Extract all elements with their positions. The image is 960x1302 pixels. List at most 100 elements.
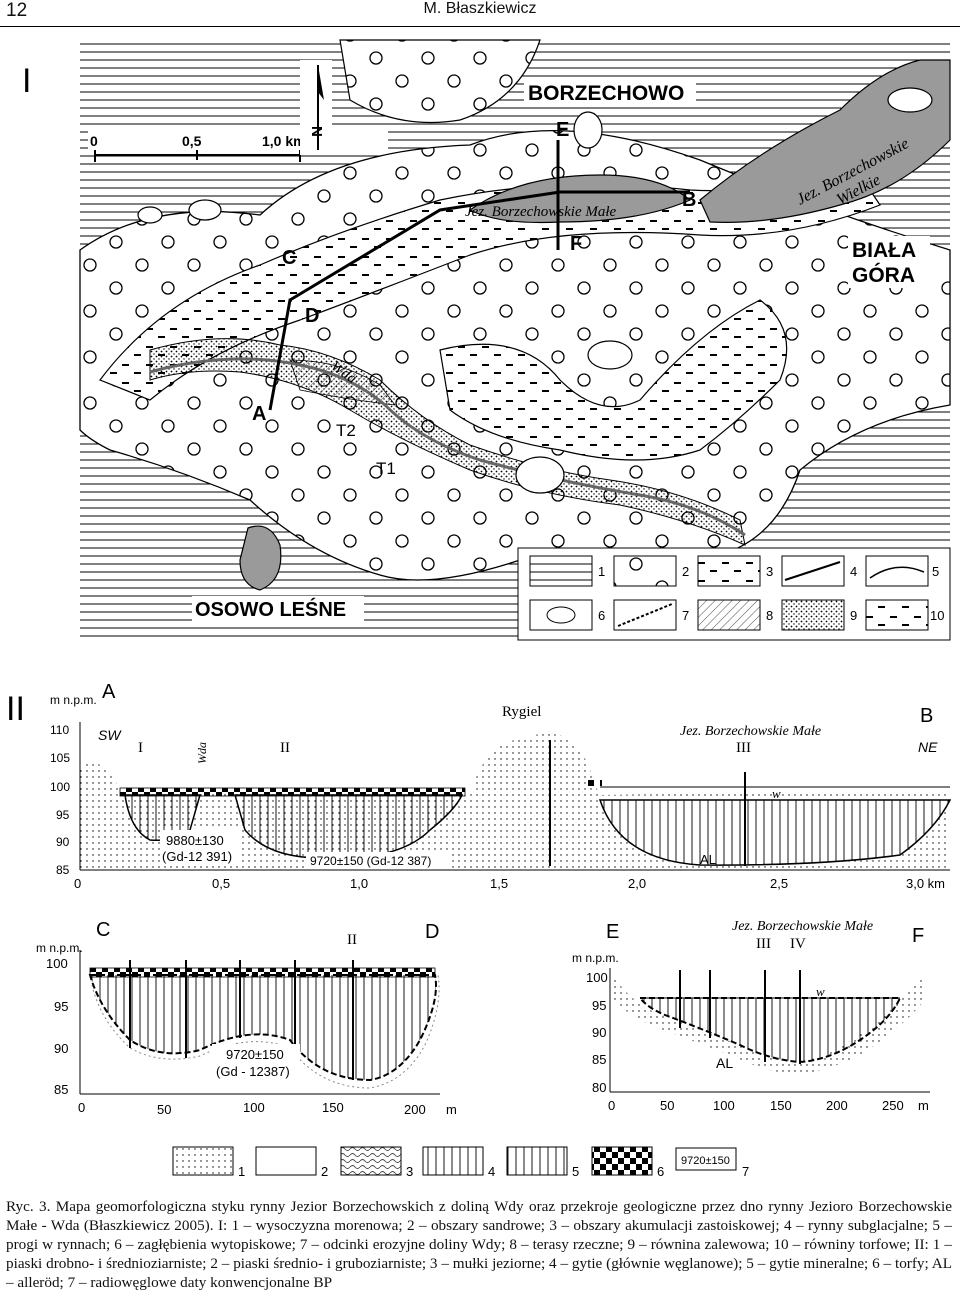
cd-sand-base — [91, 974, 440, 1089]
cd-ytick-90: 90 — [54, 1041, 68, 1056]
ef-w: w — [816, 984, 825, 999]
cd-xtick-150: 150 — [322, 1100, 344, 1115]
ab-xtick-25: 2,5 — [770, 876, 788, 891]
section-CD: m n.p.m. C D 100 95 90 85 0 50 100 150 2… — [36, 919, 457, 1117]
ef-gyttja — [637, 997, 902, 1064]
cd-xtick-50: 50 — [157, 1102, 171, 1117]
sec-legend-swatch-6 — [591, 1146, 653, 1176]
ef-yunit: m n.p.m. — [572, 951, 619, 965]
sec-legend-swatch-2 — [255, 1146, 317, 1176]
ef-sand — [612, 975, 925, 1075]
cd-xunit: m — [446, 1102, 457, 1117]
ef-xtick-200: 200 — [826, 1098, 848, 1113]
scale-zero: 0 — [90, 133, 98, 149]
legend-swatch-5-line — [869, 566, 925, 579]
kettle-2 — [587, 340, 633, 370]
point-A: A — [252, 403, 266, 425]
legend-num-6: 6 — [598, 608, 605, 623]
cd-date2: (Gd - 12387) — [216, 1064, 290, 1079]
legend-num-7: 7 — [682, 608, 689, 623]
place-osowo: OSOWO LEŚNE — [195, 597, 346, 621]
legend-num-1: 1 — [598, 564, 605, 579]
cd-ytick-95: 95 — [54, 999, 68, 1014]
sec-legend-num-2: 2 — [321, 1164, 328, 1179]
legend-swatch-3 — [697, 555, 761, 587]
lake-male-label: Jez. Borzechowskie Małe — [465, 204, 617, 220]
panel-label-II: II — [6, 690, 25, 728]
page-header: 12 M. Błaszkiewicz — [0, 0, 960, 28]
cd-date1: 9720±150 — [226, 1047, 284, 1062]
sandur-north-fill — [340, 40, 540, 123]
ab-gyttja-3 — [598, 799, 952, 866]
section-EF: m n.p.m. E F Jez. Borzechowskie Małe 100… — [572, 919, 930, 1113]
ab-date1a: 9880±130 — [166, 833, 224, 848]
ab-xtick-10: 1,0 — [350, 876, 368, 891]
point-T1: T1 — [376, 459, 396, 478]
ab-date1-bg — [160, 830, 242, 864]
point-T2: T2 — [336, 421, 356, 440]
cd-roman-II: II — [347, 932, 357, 948]
scale-mid: 0,5 — [182, 133, 202, 149]
figure-caption: Ryc. 3. Mapa geomorfologiczna styku rynn… — [6, 1198, 952, 1291]
ab-AL: AL — [700, 852, 716, 867]
header-rule — [0, 26, 960, 27]
ab-peat-2 — [586, 780, 602, 786]
place-biala: BIAŁA — [852, 239, 916, 262]
sec-legend-num-1: 1 — [238, 1164, 245, 1179]
ab-ytick-90: 90 — [56, 835, 70, 849]
ef-lake: Jez. Borzechowskie Małe — [732, 919, 873, 934]
ef-roman-IV: IV — [790, 936, 806, 952]
ef-xunit: m — [918, 1098, 929, 1113]
sec-legend-date: 9720±150 — [681, 1155, 730, 1167]
kettle-1 — [573, 111, 603, 149]
profile-line-CB — [289, 190, 690, 302]
legend-num-4: 4 — [850, 564, 857, 579]
legend-swatch-1 — [529, 555, 593, 587]
ef-xtick-150: 150 — [770, 1098, 792, 1113]
sec-legend-num-4: 4 — [488, 1164, 495, 1179]
cd-yunit: m n.p.m. — [36, 941, 83, 955]
scale-end: 1,0 km — [262, 133, 306, 149]
ab-ytick-100: 100 — [50, 780, 70, 794]
kettle-3 — [515, 456, 565, 494]
ab-xtick-20: 2,0 — [628, 876, 646, 891]
cd-peat — [89, 967, 436, 978]
map-panel: I — [22, 39, 951, 641]
place-borzechowo: BORZECHOWO — [528, 82, 684, 105]
sec-legend-swatch-1 — [172, 1146, 234, 1176]
sec-legend-num-3: 3 — [406, 1164, 413, 1179]
lacustrine-fill — [440, 300, 787, 460]
section-AB: m n.p.m. A B SW NE 110 105 100 95 90 85 … — [50, 681, 952, 891]
kettle-4 — [887, 87, 933, 113]
sec-legend-num-6: 6 — [657, 1164, 664, 1179]
ab-xtick-30: 3,0 km — [906, 876, 945, 891]
ef-xtick-50: 50 — [660, 1098, 674, 1113]
cd-D: D — [425, 921, 439, 943]
ab-roman-II: II — [280, 740, 290, 756]
ab-SW: SW — [98, 727, 122, 743]
cd-date-bg — [212, 1044, 300, 1078]
ab-rygiel: Rygiel — [502, 704, 541, 720]
cd-ytick-100: 100 — [46, 956, 68, 971]
lake-osowo — [239, 525, 282, 591]
legend-swatch-6-kettle — [546, 606, 576, 624]
ab-date2-bg — [306, 852, 448, 868]
ab-xtick-05: 0,5 — [212, 876, 230, 891]
north-arrow: N — [300, 60, 332, 155]
legend-swatch-9 — [781, 599, 845, 631]
biala-gora-bg — [848, 236, 930, 288]
point-B: B — [682, 189, 696, 211]
osowo-bg — [192, 596, 364, 622]
wda-river — [149, 357, 746, 537]
ab-xtick-0: 0 — [74, 876, 81, 891]
ef-ytick-90: 90 — [592, 1025, 606, 1040]
ab-wda: Wda — [195, 742, 209, 764]
ef-E: E — [606, 921, 619, 943]
sec-legend-swatch-4 — [422, 1146, 484, 1176]
ab-date1b: (Gd-12 391) — [162, 849, 232, 864]
north-label: N — [308, 126, 325, 137]
lake-male — [468, 174, 692, 224]
cd-gyttja — [88, 974, 437, 1082]
cd-xtick-100: 100 — [243, 1100, 265, 1115]
ef-roman-III: III — [756, 936, 771, 952]
